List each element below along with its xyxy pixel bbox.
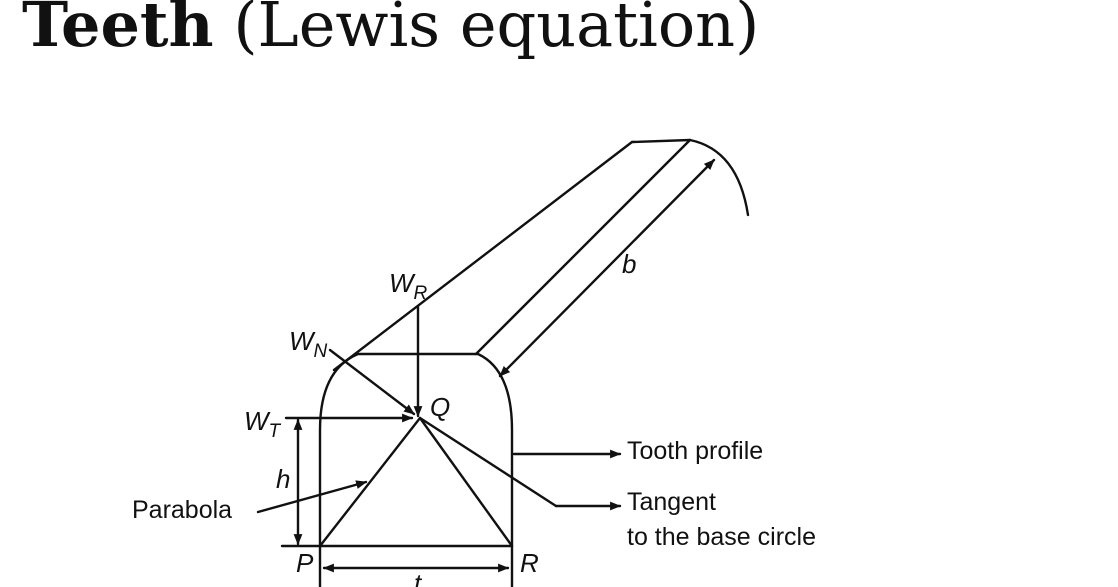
label-h: h <box>276 464 290 494</box>
parabola-leader-arrow <box>256 480 368 514</box>
label-b: b <box>622 249 636 279</box>
label-t: t <box>414 568 423 587</box>
label-r: R <box>520 548 539 578</box>
label-tooth-profile: Tooth profile <box>627 437 763 465</box>
tooth-top-right-edge <box>474 138 692 356</box>
label-tangent: Tangent <box>627 488 716 516</box>
label-base-circle: to the base circle <box>627 523 816 551</box>
label-wr-sub: R <box>414 283 428 304</box>
label-wr: WR <box>389 268 428 304</box>
label-wn: WN <box>289 326 328 362</box>
label-wr-main: W <box>389 268 416 298</box>
parabola-left-side <box>318 416 422 548</box>
label-parabola: Parabola <box>132 496 232 524</box>
label-wt-sub: T <box>269 421 282 442</box>
force-wn-arrow <box>328 348 416 416</box>
label-wt-main: W <box>244 406 271 436</box>
dimension-b-arrow <box>498 158 716 378</box>
label-wn-main: W <box>289 326 316 356</box>
tangent-line <box>418 416 558 508</box>
tooth-top-left-edge <box>332 140 634 372</box>
title-bold-part: Teeth <box>22 0 214 61</box>
tooth-front-profile <box>318 352 514 587</box>
parabola-right-side <box>418 416 514 548</box>
tooth-top-back-edge <box>630 138 692 144</box>
label-p: P <box>296 548 314 578</box>
title-equation-part: (Lewis equation) <box>233 0 760 61</box>
label-q: Q <box>430 392 450 422</box>
label-wt: WT <box>244 406 282 442</box>
label-wn-sub: N <box>314 341 328 362</box>
page-title: Teeth (Lewis equation) <box>22 0 759 56</box>
tooth-back-arc <box>688 138 750 217</box>
